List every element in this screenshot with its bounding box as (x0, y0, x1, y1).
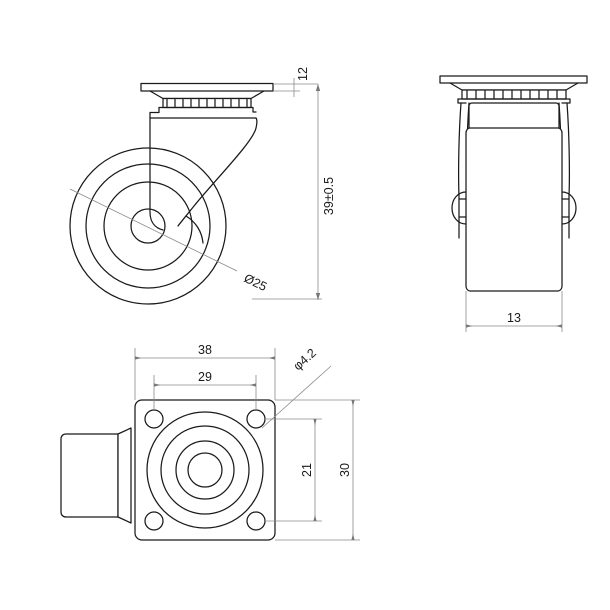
side-wheel (465, 127, 563, 292)
plan-king-pin (187, 452, 223, 488)
plan-bolt-hole-bl (144, 511, 164, 531)
plan-mounting-plate (134, 399, 276, 541)
side-axle-caps (451, 191, 577, 225)
plan-race-mid (160, 425, 250, 515)
plan-view-dimensions (134, 348, 360, 541)
dim-plate-width: 38 (198, 343, 212, 357)
plan-wheel (60, 427, 132, 524)
wheel-diameter-leader (69, 188, 238, 272)
dim-plate-depth: 30 (338, 463, 352, 477)
dim-plate-thickness: 12 (296, 67, 310, 81)
dim-bolt-spacing-x: 29 (198, 370, 212, 384)
plan-race-outer (146, 411, 264, 529)
front-wheel (69, 147, 227, 305)
side-view-dimensions (465, 291, 563, 332)
plan-race-inner (175, 440, 235, 500)
plan-bottom-view (60, 399, 276, 541)
front-ball-race (162, 97, 252, 109)
side-elevation-view (439, 75, 588, 292)
dim-wheel-width: 13 (507, 311, 521, 325)
front-view-dimensions (252, 78, 322, 300)
front-dim-arrows (315, 84, 321, 300)
dim-overall-height: 39±0.5 (322, 177, 336, 215)
front-swivel-fork (149, 106, 258, 244)
front-elevation-view (69, 82, 274, 305)
dim-bolt-spacing-y: 21 (300, 463, 314, 477)
side-ball-race (461, 89, 567, 100)
